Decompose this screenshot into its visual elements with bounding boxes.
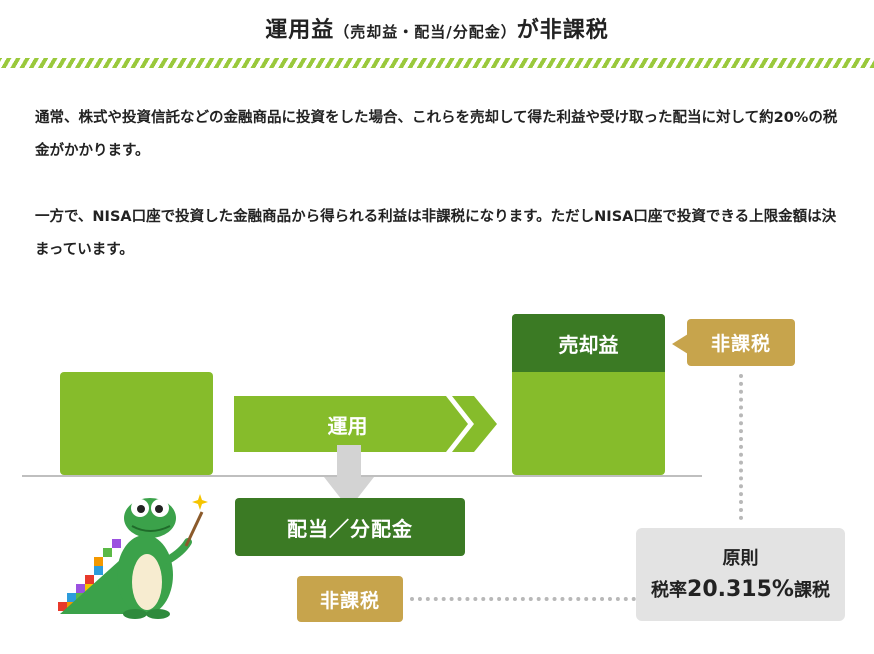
tax-rate-suffix: 課税 [793,580,830,601]
title-main-after: が非課税 [516,18,609,43]
grown-block: 売却益 [512,314,665,475]
tax-free-diagram: 運用 売却益 非課税 配当／分配金 非課税 原則 税率20.315%課税 [0,300,874,654]
paragraph-1: 通常、株式や投資信託などの金融商品に投資をした場合、これらを売却して得た利益や受… [35,110,838,159]
growth-arrow [234,396,497,452]
tax-rate-line: 税率20.315%課税 [636,576,845,602]
tax-free-tag-top: 非課税 [687,319,795,366]
crocodile-mascot-icon [58,494,208,619]
page-title: 運用益（売却益・配当/分配金）が非課税 [0,12,874,44]
sale-gain-band: 売却益 [512,314,665,372]
dividend-box: 配当／分配金 [235,498,465,556]
title-sub: （売却益・配当/分配金） [334,23,517,41]
title-divider-stripe [0,58,874,68]
growth-arrow-chevron [452,396,497,452]
tag-pointer-top [672,334,688,354]
dotted-connector-vertical [739,374,743,520]
dotted-connector-horizontal [410,597,636,601]
paragraph-2: 一方で、NISA口座で投資した金融商品から得られる利益は非課税になります。ただし… [35,209,837,258]
tax-rate-value: 20.315% [687,577,794,602]
baseline [22,475,702,477]
principle-label: 原則 [722,548,759,569]
down-arrow [324,445,374,509]
title-main-before: 運用益 [265,18,335,43]
standard-tax-box: 原則 税率20.315%課税 [636,528,845,621]
sale-gain-label: 売却益 [558,332,619,357]
growth-arrow-label: 運用 [327,413,368,438]
growth-arrow-body [234,396,468,452]
tax-free-tag-bottom: 非課税 [297,576,403,622]
tax-rate-prefix: 税率 [651,580,688,601]
principal-block [60,372,213,475]
dividend-label: 配当／分配金 [287,516,413,541]
